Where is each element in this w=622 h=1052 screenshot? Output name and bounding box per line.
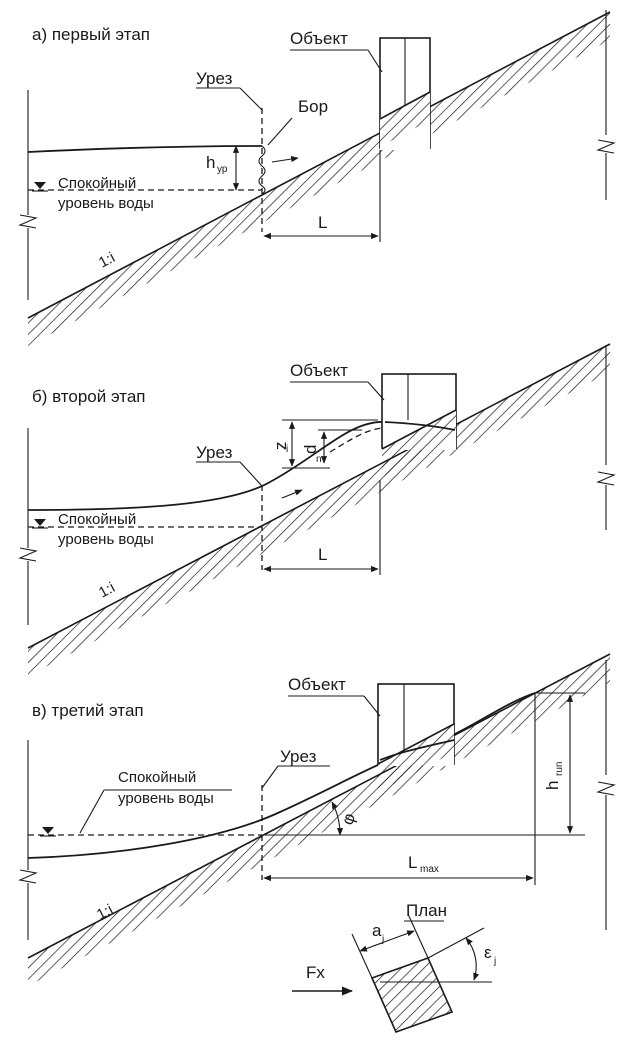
bore-leader — [267, 117, 293, 146]
break-mark-right — [596, 471, 616, 486]
z-subscript: i — [286, 444, 288, 455]
slope-label: 1:i — [94, 901, 116, 923]
runup-subscript: run — [554, 762, 565, 776]
water-over-building — [379, 739, 455, 761]
width-extension-left — [351, 933, 373, 979]
building-base-hatch — [378, 724, 454, 792]
still-water-label-1: Спокойный — [58, 175, 136, 192]
break-mark — [18, 214, 38, 229]
panel-title: в) третий этап — [32, 701, 144, 720]
slope-surface — [27, 653, 611, 959]
slope-label: 1:i — [96, 249, 118, 271]
plan-angle-label: ε — [484, 943, 492, 962]
depth-label: d — [301, 445, 320, 454]
object-label-leader — [363, 695, 381, 717]
flow-arrow — [271, 156, 299, 163]
panel-stage-2: б) второй этап Объект Урез z i d n Споко… — [18, 343, 616, 676]
force-label: Fx — [306, 963, 325, 982]
object-label: Объект — [290, 29, 348, 48]
distance-subscript: max — [420, 864, 439, 875]
break-mark-right — [596, 139, 616, 154]
bore-label: Бор — [298, 97, 328, 116]
still-water-leader — [79, 789, 105, 834]
panel-stage-1: а) первый этап Объект Урез Бор h ур Спок… — [18, 10, 616, 346]
distance-label: L — [318, 213, 327, 232]
distance-label: L — [318, 545, 327, 564]
building-base-hatch — [380, 92, 430, 147]
slope-label: 1:i — [96, 579, 118, 601]
z-label: z — [271, 442, 290, 451]
angle-arc — [331, 801, 344, 836]
bore-front — [258, 145, 266, 195]
width-label: a — [372, 921, 382, 940]
distance-label: L — [408, 853, 417, 872]
building-footprint — [370, 956, 454, 1034]
depth-subscript: n — [316, 454, 322, 465]
shoreline-label: Урез — [280, 747, 317, 766]
still-water-label-2: уровень воды — [58, 195, 154, 212]
water-surface — [27, 692, 536, 859]
shoreline-label: Урез — [196, 443, 233, 462]
ground-hatch — [28, 654, 610, 986]
still-water-label-1: Спокойный — [58, 511, 136, 528]
plan-title: План — [406, 901, 447, 920]
water-over-building — [384, 421, 456, 431]
urez-leader — [239, 461, 263, 487]
object-label-leader — [367, 49, 383, 73]
shoreline-label: Урез — [196, 69, 233, 88]
still-water-label-1: Спокойный — [118, 769, 196, 786]
urez-leader — [239, 87, 263, 111]
height-subscript: ур — [217, 164, 228, 175]
object-label: Объект — [288, 675, 346, 694]
plan-angle-subscript: j — [493, 956, 496, 967]
height-label: h — [206, 153, 215, 172]
still-water-label-2: уровень воды — [118, 790, 214, 807]
still-water-label-2: уровень воды — [58, 531, 154, 548]
plan-orientation-line — [427, 927, 485, 959]
width-subscript: j — [381, 934, 384, 945]
object-label-leader — [367, 381, 385, 401]
panel-stage-3: в) третий этап Объект Урез Спокойный уро… — [18, 653, 616, 986]
plan-view: План a j ε j Fx — [292, 901, 496, 1034]
break-mark-right — [596, 781, 616, 796]
water-level-marker-icon — [34, 182, 46, 189]
slope-surface — [27, 343, 611, 649]
runup-label: h — [543, 781, 562, 790]
water-surface-alt — [329, 427, 383, 453]
urez-leader — [261, 765, 279, 789]
slope-surface — [27, 11, 611, 319]
break-mark — [18, 547, 38, 562]
flow-arrow — [281, 489, 303, 499]
panel-title: а) первый этап — [32, 25, 150, 44]
width-extension-right — [407, 913, 429, 959]
object-label: Объект — [290, 361, 348, 380]
width-dimension — [359, 930, 415, 952]
ground-hatch — [28, 344, 610, 676]
water-level-marker-icon — [42, 827, 54, 834]
ground-hatch — [28, 12, 610, 346]
water-surface — [27, 145, 263, 153]
panel-title: б) второй этап — [32, 387, 146, 406]
water-level-marker-icon — [34, 519, 46, 526]
break-mark — [18, 869, 38, 884]
plan-angle-arc — [465, 937, 480, 981]
